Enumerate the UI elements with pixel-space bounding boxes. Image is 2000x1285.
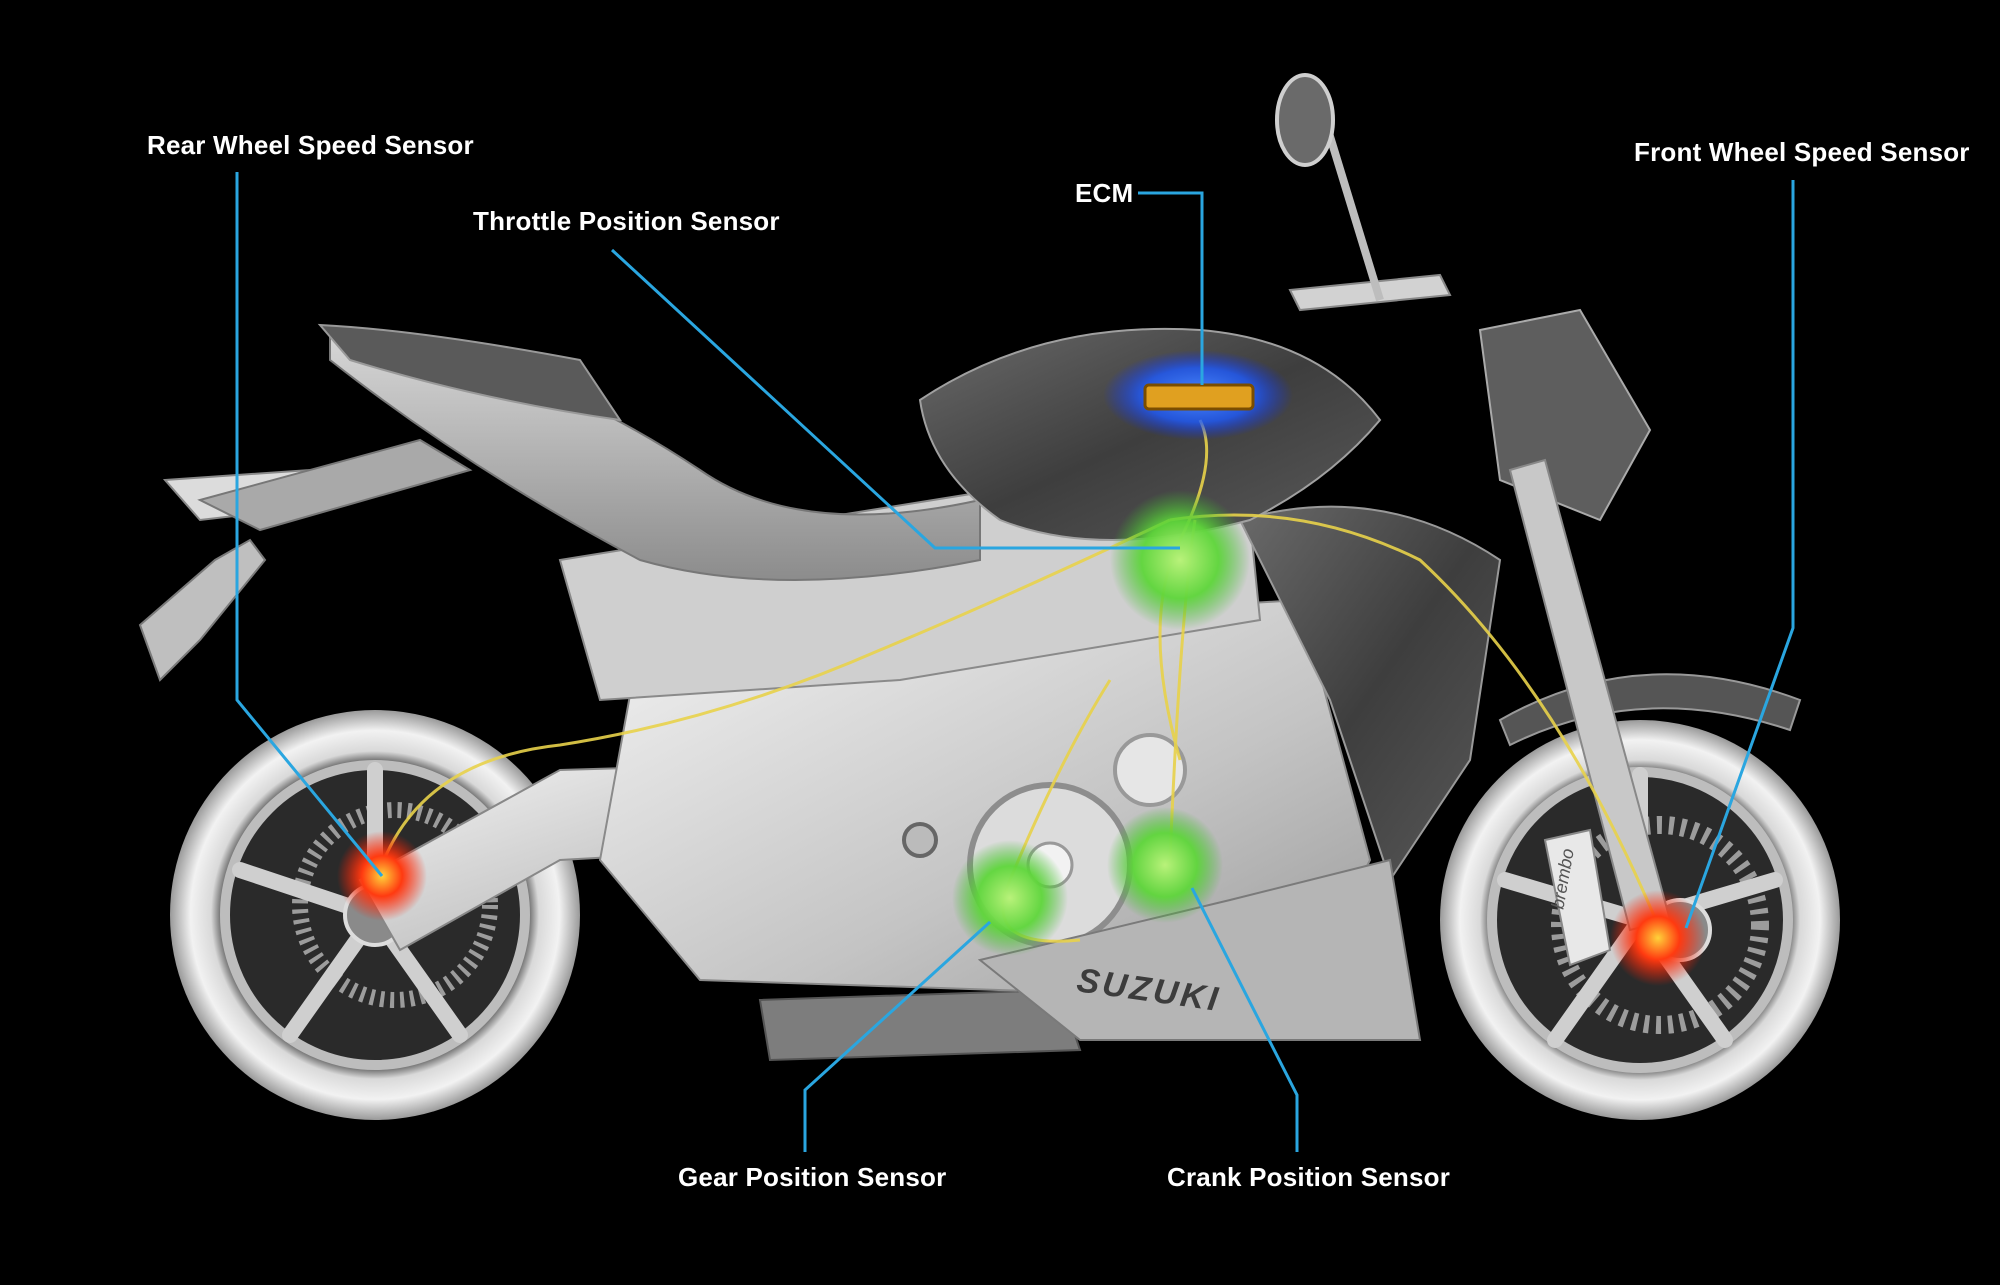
label-ecm: ECM [1075,178,1134,208]
front-brake-disc [1551,816,1769,1034]
label-throttle-position-sensor: Throttle Position Sensor [473,206,780,236]
leader-line-ecm [1138,191,1204,385]
label-rear-wheel-speed-sensor: Rear Wheel Speed Sensor [147,130,474,160]
leader-line-gear [803,920,992,1152]
label-front-wheel-speed-sensor: Front Wheel Speed Sensor [1634,137,1970,167]
label-crank-position-sensor: Crank Position Sensor [1167,1162,1451,1192]
front-wheel-sensor-glow-icon [1610,890,1706,986]
headlight-cowl [1478,308,1652,522]
leader-line-front-wheel [1684,180,1795,929]
tail-section [317,323,623,422]
engine-bolt [902,822,938,858]
mirror [1275,73,1335,167]
leader-lines [235,172,1795,1152]
handlebar [1288,273,1452,312]
radiator-shroud [1238,505,1502,883]
leader-line-crank [1190,887,1299,1152]
sensor-highlights [337,350,1706,986]
mirror-stem [1321,118,1384,302]
crank-sensor-glow-icon [1107,807,1223,923]
motorcycle-illustration: brembo SUZUKI [138,73,1840,1120]
gear-sensor-glow-icon [952,840,1068,956]
rear-license-bracket [138,538,267,682]
leader-line-rear-wheel [235,172,384,877]
front-brake-caliper [1543,828,1612,967]
exhaust-pipe [758,988,1082,1062]
rear-brake-disc [292,802,498,1008]
ecm-module-icon [1143,383,1255,411]
throttle-sensor-glow-icon [1110,490,1250,630]
leader-line-throttle [610,248,1180,550]
label-gear-position-sensor: Gear Position Sensor [678,1162,947,1192]
rear-subframe [197,438,473,532]
oil-filler-cap [1113,733,1187,807]
